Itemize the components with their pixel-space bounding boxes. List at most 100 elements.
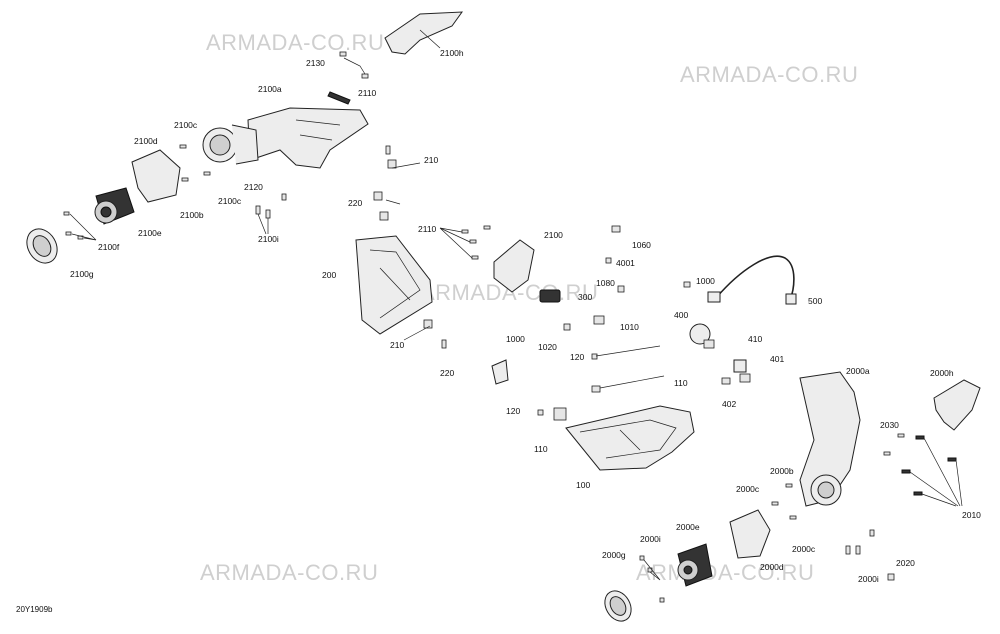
label-210: 210: [390, 340, 404, 350]
label-2000c: 2000c: [736, 484, 760, 494]
label-2000g: 2000g: [602, 550, 626, 560]
plug-1010: [593, 315, 605, 325]
grommet-1060: [611, 225, 621, 233]
label-2000b: 2000b: [770, 466, 794, 476]
bulb-400: [689, 323, 715, 349]
watermark-text: ARMADA-CO.RU: [206, 30, 384, 55]
clip-1080: [617, 285, 625, 293]
cap-401: [739, 373, 751, 383]
clips-110: [553, 375, 665, 421]
label-120: 120: [506, 406, 520, 416]
spring-2110: [327, 91, 351, 105]
screws-2110: [439, 225, 491, 260]
strap-1000: [491, 359, 509, 385]
label-2000e: 2000e: [676, 522, 700, 532]
label-2100g: 2100g: [70, 269, 94, 279]
label-2000h: 2000h: [930, 368, 954, 378]
label-2000a: 2000a: [846, 366, 870, 376]
label-2000c: 2000c: [792, 544, 816, 554]
fasteners-2100i: [255, 193, 287, 235]
label-110: 110: [534, 444, 548, 454]
label-300: 300: [578, 292, 592, 302]
label-2100f: 2100f: [98, 242, 120, 252]
label-410: 410: [748, 334, 762, 344]
screws-2000c: [771, 483, 797, 520]
screws-2100c: [179, 144, 211, 182]
label-2100b: 2100b: [180, 210, 204, 220]
label-2100c: 2100c: [174, 120, 198, 130]
label-401: 401: [770, 354, 784, 364]
label-2100c: 2100c: [218, 196, 242, 206]
watermark-text: ARMADA-CO.RU: [200, 560, 378, 585]
connector-300: [539, 289, 561, 303]
label-1000: 1000: [506, 334, 525, 344]
label-2110: 2110: [418, 224, 437, 234]
label-402: 402: [722, 399, 736, 409]
socket-410: [733, 359, 747, 373]
label-220: 220: [440, 368, 454, 378]
reflector-2100d: [131, 149, 181, 203]
label-2100a: 2100a: [258, 84, 282, 94]
diagram-reference-code: 20Y1909b: [16, 605, 53, 614]
bracket-2100: [493, 239, 535, 293]
screws-2010: [901, 435, 963, 507]
lamp-ring-2100a: [202, 124, 259, 165]
lamp-module-2000e: [677, 543, 713, 587]
fastener-2020: [887, 573, 895, 581]
label-1000: 1000: [696, 276, 715, 286]
label-2000d: 2000d: [760, 562, 784, 572]
label-110: 110: [674, 378, 688, 388]
watermarks: ARMADA-CO.RU ARMADA-CO.RU ARMADA-CO.RU A…: [200, 30, 858, 585]
label-1060: 1060: [632, 240, 651, 250]
label-2100d: 2100d: [134, 136, 158, 146]
label-500: 500: [808, 296, 822, 306]
label-210: 210: [424, 155, 438, 165]
part-labels: 2100h 2130 2110 2100a 2100c 2100d 2100c …: [70, 48, 981, 584]
label-2010: 2010: [962, 510, 981, 520]
label-220: 220: [348, 198, 362, 208]
left-headlamp-200: [355, 235, 433, 335]
label-2100e: 2100e: [138, 228, 162, 238]
label-2020: 2020: [896, 558, 915, 568]
label-2130: 2130: [306, 58, 325, 68]
label-100: 100: [576, 480, 590, 490]
label-2100h: 2100h: [440, 48, 464, 58]
label-2030: 2030: [880, 420, 899, 430]
screws-120: [537, 345, 661, 416]
harness-500: [683, 255, 797, 305]
label-1020: 1020: [538, 342, 557, 352]
fastener-4001: [605, 257, 612, 264]
label-400: 400: [674, 310, 688, 320]
fasteners-2130: [339, 51, 369, 79]
clip-1020: [563, 323, 571, 331]
screws-2000i: [639, 529, 875, 603]
lamp-2000g: [604, 590, 632, 622]
label-2100: 2100: [544, 230, 563, 240]
reflector-2000d: [729, 509, 771, 559]
lamp-ring-2000a: [810, 474, 842, 506]
lamp-module-2100e: [94, 187, 135, 225]
screws-2100f: [63, 211, 97, 241]
label-200: 200: [322, 270, 336, 280]
label-2000i: 2000i: [858, 574, 879, 584]
label-2000i: 2000i: [640, 534, 661, 544]
lamp-2100g: [26, 228, 58, 264]
label-120: 120: [570, 352, 584, 362]
watermark-text: ARMADA-CO.RU: [636, 560, 814, 585]
label-2120: 2120: [244, 182, 263, 192]
label-1010: 1010: [620, 322, 639, 332]
screws-220: [385, 145, 447, 349]
upper-bracket-2100h: [384, 11, 464, 55]
cover-2000h: [933, 379, 981, 431]
label-1080: 1080: [596, 278, 615, 288]
label-4001: 4001: [616, 258, 635, 268]
clips-210: [373, 159, 433, 341]
housing-2100a: [247, 107, 369, 169]
watermark-text: ARMADA-CO.RU: [680, 62, 858, 87]
screws-2030: [883, 433, 905, 456]
cap-402: [721, 377, 731, 385]
right-headlamp-100: [565, 405, 695, 471]
label-2110: 2110: [358, 88, 377, 98]
label-2100i: 2100i: [258, 234, 279, 244]
